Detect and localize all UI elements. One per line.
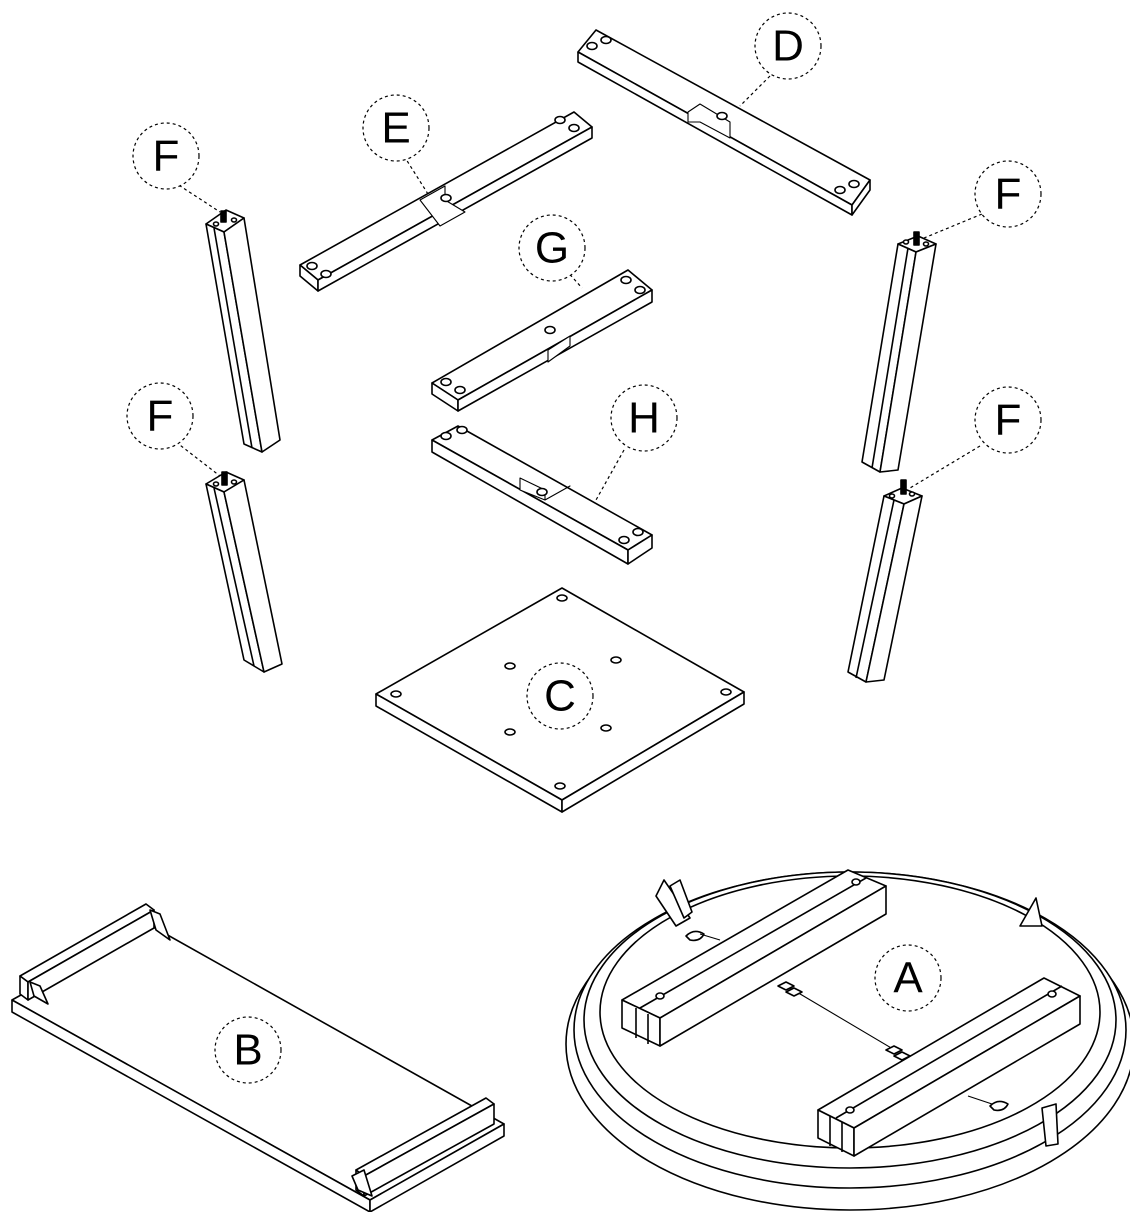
part-a-tabletop (565, 869, 1130, 1211)
label-g-text: G (535, 224, 569, 273)
label-f-upper-right-text: F (995, 170, 1022, 219)
label-d-text: D (772, 22, 804, 71)
label-h: H (610, 384, 678, 452)
label-f-lower-left: F (126, 382, 194, 450)
label-a: A (874, 944, 942, 1012)
label-h-text: H (628, 394, 660, 443)
part-d-rail (577, 29, 871, 216)
label-a-text: A (893, 954, 923, 1003)
part-f-leg-lower-left (205, 471, 283, 673)
label-c: C (526, 662, 594, 730)
part-f-leg-upper-left (205, 209, 281, 453)
label-e: E (362, 94, 430, 162)
label-e-text: E (381, 104, 410, 153)
label-f-lower-right-text: F (995, 396, 1022, 445)
label-f-upper-left: F (132, 122, 200, 190)
leader-lines (173, 75, 983, 501)
part-f-leg-lower-right (847, 479, 923, 683)
label-f-upper-left-text: F (153, 132, 180, 181)
label-d: D (754, 12, 822, 80)
label-b: B (214, 1016, 282, 1084)
label-b-text: B (233, 1026, 262, 1075)
label-f-upper-right: F (974, 160, 1042, 228)
part-e-rail (299, 111, 593, 292)
label-f-lower-right: F (974, 386, 1042, 454)
label-f-lower-left-text: F (147, 392, 174, 441)
part-g-rail (431, 269, 653, 412)
part-h-rail (431, 425, 653, 565)
label-g: G (518, 214, 586, 282)
label-c-text: C (544, 672, 576, 721)
part-f-leg-upper-right (861, 231, 937, 473)
